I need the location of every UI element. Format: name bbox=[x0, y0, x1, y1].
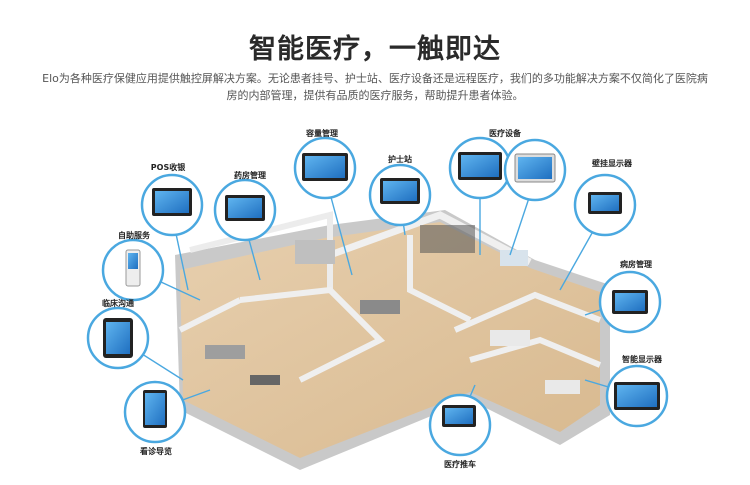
callout-label-ward: 病房管理 bbox=[620, 260, 652, 269]
callout-label-clinical: 临床沟通 bbox=[102, 299, 134, 308]
callout-label-cart: 医疗推车 bbox=[444, 460, 476, 469]
callout-label-pos: POS收银 bbox=[150, 163, 186, 172]
callout-label-kiosk: 自助服务 bbox=[118, 231, 150, 240]
floor-plan bbox=[175, 210, 610, 470]
page-title: 智能医疗，一触即达 bbox=[249, 34, 501, 65]
callout-label-smart: 智能显示器 bbox=[622, 355, 662, 364]
callout-label-wall: 壁挂显示器 bbox=[592, 159, 632, 168]
callout-label-capacity: 容量管理 bbox=[306, 129, 338, 138]
page-subtitle: Elo为各种医疗保健应用提供触控屏解决方案。无论患者挂号、护士站、医疗设备还是远… bbox=[42, 72, 708, 102]
device-screens bbox=[103, 152, 660, 428]
callout-label-device: 医疗设备 bbox=[489, 129, 521, 138]
callout-label-guide: 看诊导览 bbox=[140, 447, 172, 456]
callout-label-nurse: 护士站 bbox=[388, 155, 412, 164]
callout-label-pharmacy: 药房管理 bbox=[234, 171, 266, 180]
